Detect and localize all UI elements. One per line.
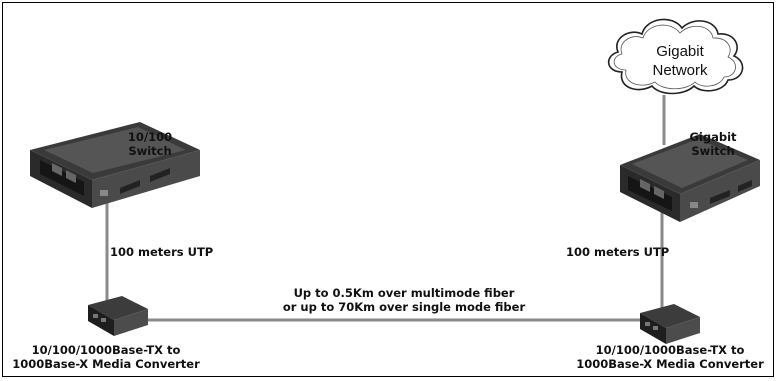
left-media-converter — [88, 296, 148, 336]
left-converter-label-line1: 10/100/1000Base-TX to — [31, 343, 181, 357]
right-converter-label: 10/100/1000Base-TX to 1000Base-X Media C… — [570, 343, 770, 371]
right-switch-label-line1: Gigabit — [689, 130, 737, 144]
right-switch-device — [620, 134, 760, 222]
right-cable-label: 100 meters UTP — [566, 245, 670, 259]
cloud-label-line1: Gigabit — [656, 43, 704, 60]
left-switch-label: 10/100 Switch — [120, 130, 180, 158]
cloud-label-line2: Network — [652, 62, 708, 79]
cloud-label: Gigabit Network — [640, 42, 720, 80]
right-converter-label-line1: 10/100/1000Base-TX to — [595, 343, 745, 357]
left-switch-label-line1: 10/100 — [127, 130, 173, 144]
fiber-label-line1: Up to 0.5Km over multimode fiber — [293, 286, 515, 300]
right-switch-label-line2: Switch — [691, 144, 735, 158]
left-switch-label-line2: Switch — [128, 144, 172, 158]
left-converter-label: 10/100/1000Base-TX to 1000Base-X Media C… — [6, 343, 206, 371]
fiber-label-line2: or up to 70Km over single mode fiber — [282, 300, 526, 314]
right-converter-label-line2: 1000Base-X Media Converter — [576, 357, 764, 371]
fiber-label: Up to 0.5Km over multimode fiber or up t… — [254, 286, 554, 314]
left-converter-label-line2: 1000Base-X Media Converter — [12, 357, 200, 371]
left-cable-label: 100 meters UTP — [110, 245, 214, 259]
left-switch-device — [30, 122, 200, 208]
gigabit-network-cloud — [607, 18, 744, 95]
right-media-converter — [640, 304, 700, 344]
right-switch-label: Gigabit Switch — [678, 130, 748, 158]
